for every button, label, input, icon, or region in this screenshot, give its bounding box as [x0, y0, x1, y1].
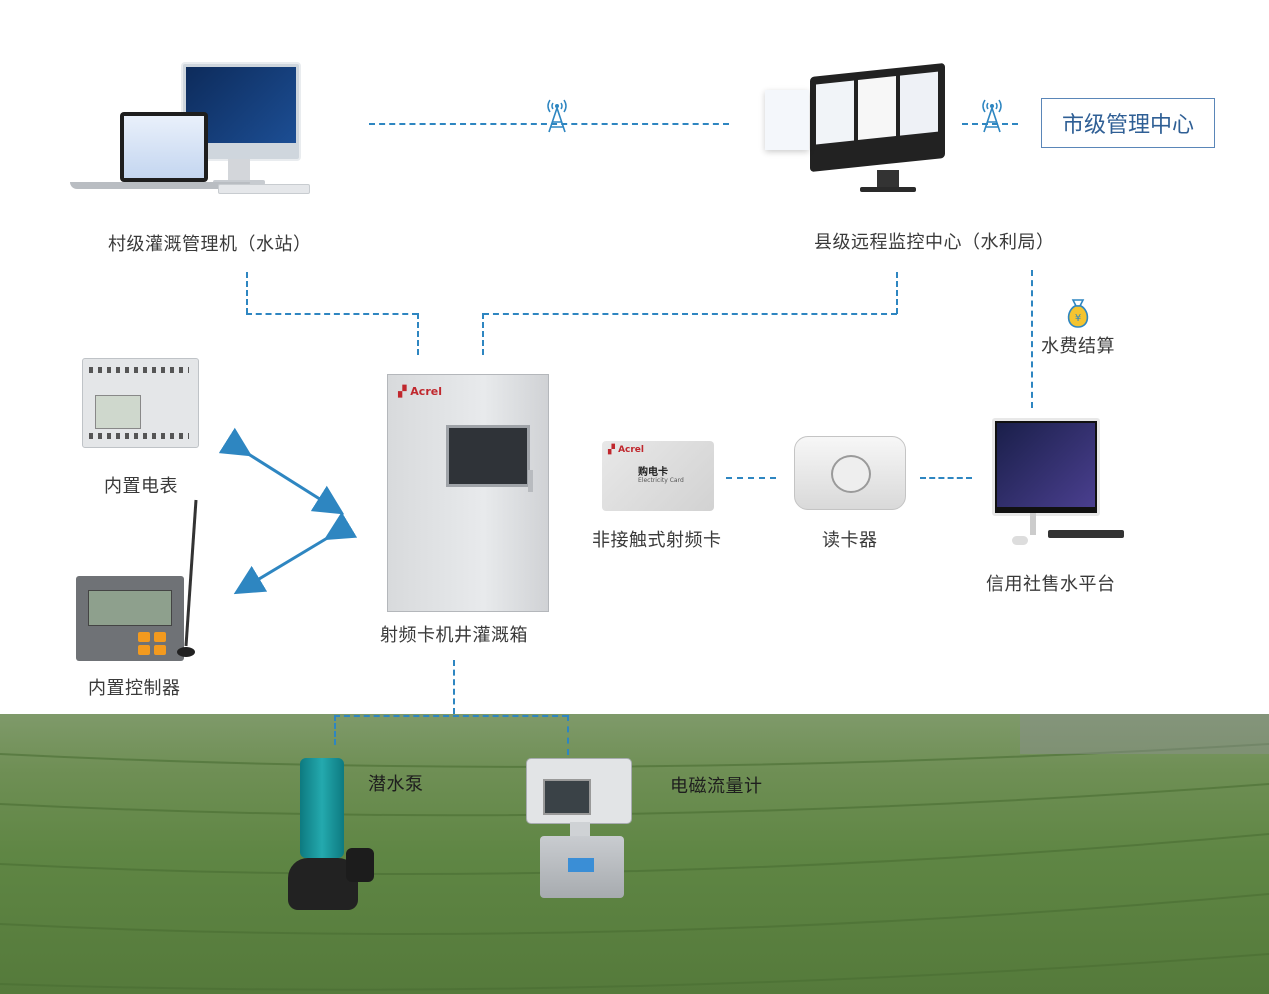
arrow-controller-box — [233, 511, 358, 595]
label-card-reader: 读卡器 — [822, 530, 878, 551]
label-water-fee: 水费结算 — [1041, 336, 1115, 357]
cabinet-handle — [528, 470, 533, 492]
label-irrigation-box: 射频卡机井灌溉箱 — [380, 625, 528, 646]
link-village-county — [369, 123, 729, 125]
village-station-device — [68, 62, 318, 197]
label-rf-card: 非接触式射频卡 — [592, 530, 722, 551]
builtin-controller-device — [76, 576, 184, 661]
card-reader-device — [794, 436, 906, 510]
link-county-box-v — [482, 313, 484, 355]
link-field-h — [334, 715, 568, 717]
link-village-down — [246, 272, 248, 314]
dashboard-panel — [816, 80, 854, 145]
flowmeter-device — [526, 758, 646, 900]
link-county-platform — [1031, 270, 1033, 408]
card-reader-pad — [831, 455, 871, 493]
wireless-tower-icon — [547, 99, 567, 133]
pump-body — [300, 758, 344, 858]
label-county-center: 县级远程监控中心（水利局） — [814, 232, 1055, 253]
submersible-pump — [288, 752, 378, 917]
link-county-box-h — [483, 313, 897, 315]
controller-key — [138, 645, 150, 655]
city-center-box: 市级管理中心 — [1041, 98, 1215, 148]
label-builtin-meter: 内置电表 — [104, 476, 178, 497]
dashboard-panel — [900, 71, 938, 136]
antenna-icon — [177, 499, 198, 657]
meter-display — [95, 395, 141, 429]
label-builtin-controller: 内置控制器 — [88, 678, 181, 699]
laptop-base — [70, 182, 250, 189]
controller-key — [154, 645, 166, 655]
keyboard — [1048, 530, 1124, 538]
label-city-center: 市级管理中心 — [1061, 113, 1194, 138]
monitor-stand — [877, 170, 899, 188]
monitor-stand — [1030, 513, 1036, 535]
link-village-box-h — [246, 313, 418, 315]
money-bag-icon: ¥ — [1067, 299, 1089, 328]
keyboard — [218, 184, 310, 194]
farmland-background — [0, 714, 1269, 994]
label-flowmeter: 电磁流量计 — [670, 776, 763, 797]
label-pump: 潜水泵 — [368, 774, 424, 795]
dashboard-panel — [858, 76, 896, 141]
controller-key — [154, 632, 166, 642]
wireless-tower-icon — [982, 99, 1002, 133]
link-field-pump — [334, 715, 336, 745]
controller-key — [138, 632, 150, 642]
flowmeter-neck — [570, 822, 590, 836]
laptop-screen — [120, 112, 208, 182]
water-platform-device — [990, 418, 1130, 548]
monitor — [992, 418, 1100, 516]
monitor-base — [860, 187, 916, 192]
county-center-device — [765, 62, 960, 197]
cabinet-touchscreen — [446, 425, 530, 487]
builtin-meter-device — [82, 358, 199, 448]
link-box-field — [453, 660, 455, 714]
svg-text:¥: ¥ — [1075, 313, 1081, 324]
link-county-city — [962, 123, 1018, 125]
pump-outlet — [346, 848, 374, 882]
card-subtitle: Electricity Card — [638, 477, 684, 484]
link-county-down — [896, 272, 898, 314]
monitor — [810, 62, 945, 173]
monitor-stand — [228, 159, 250, 181]
link-village-box-v — [417, 313, 419, 355]
flowmeter-plate — [568, 858, 594, 872]
irrigation-cabinet: ▞ Acrel — [387, 374, 549, 612]
monitor-screen — [997, 423, 1095, 507]
label-village-station: 村级灌溉管理机（水站） — [108, 234, 312, 255]
flowmeter-display — [543, 779, 591, 815]
cabinet-logo: ▞ Acrel — [398, 385, 442, 398]
label-water-platform: 信用社售水平台 — [986, 574, 1116, 595]
controller-display — [88, 590, 172, 626]
rf-card: ▞ Acrel 购电卡 Electricity Card — [602, 441, 714, 511]
mouse — [1012, 536, 1028, 545]
arrow-meter-box — [218, 427, 345, 515]
link-field-flow — [567, 715, 569, 755]
floating-panel — [765, 90, 809, 150]
flowmeter-body — [540, 836, 624, 898]
flowmeter-head — [526, 758, 632, 824]
link-card-reader — [726, 477, 776, 479]
link-reader-platform — [920, 477, 972, 479]
card-title: 购电卡 — [638, 467, 668, 478]
